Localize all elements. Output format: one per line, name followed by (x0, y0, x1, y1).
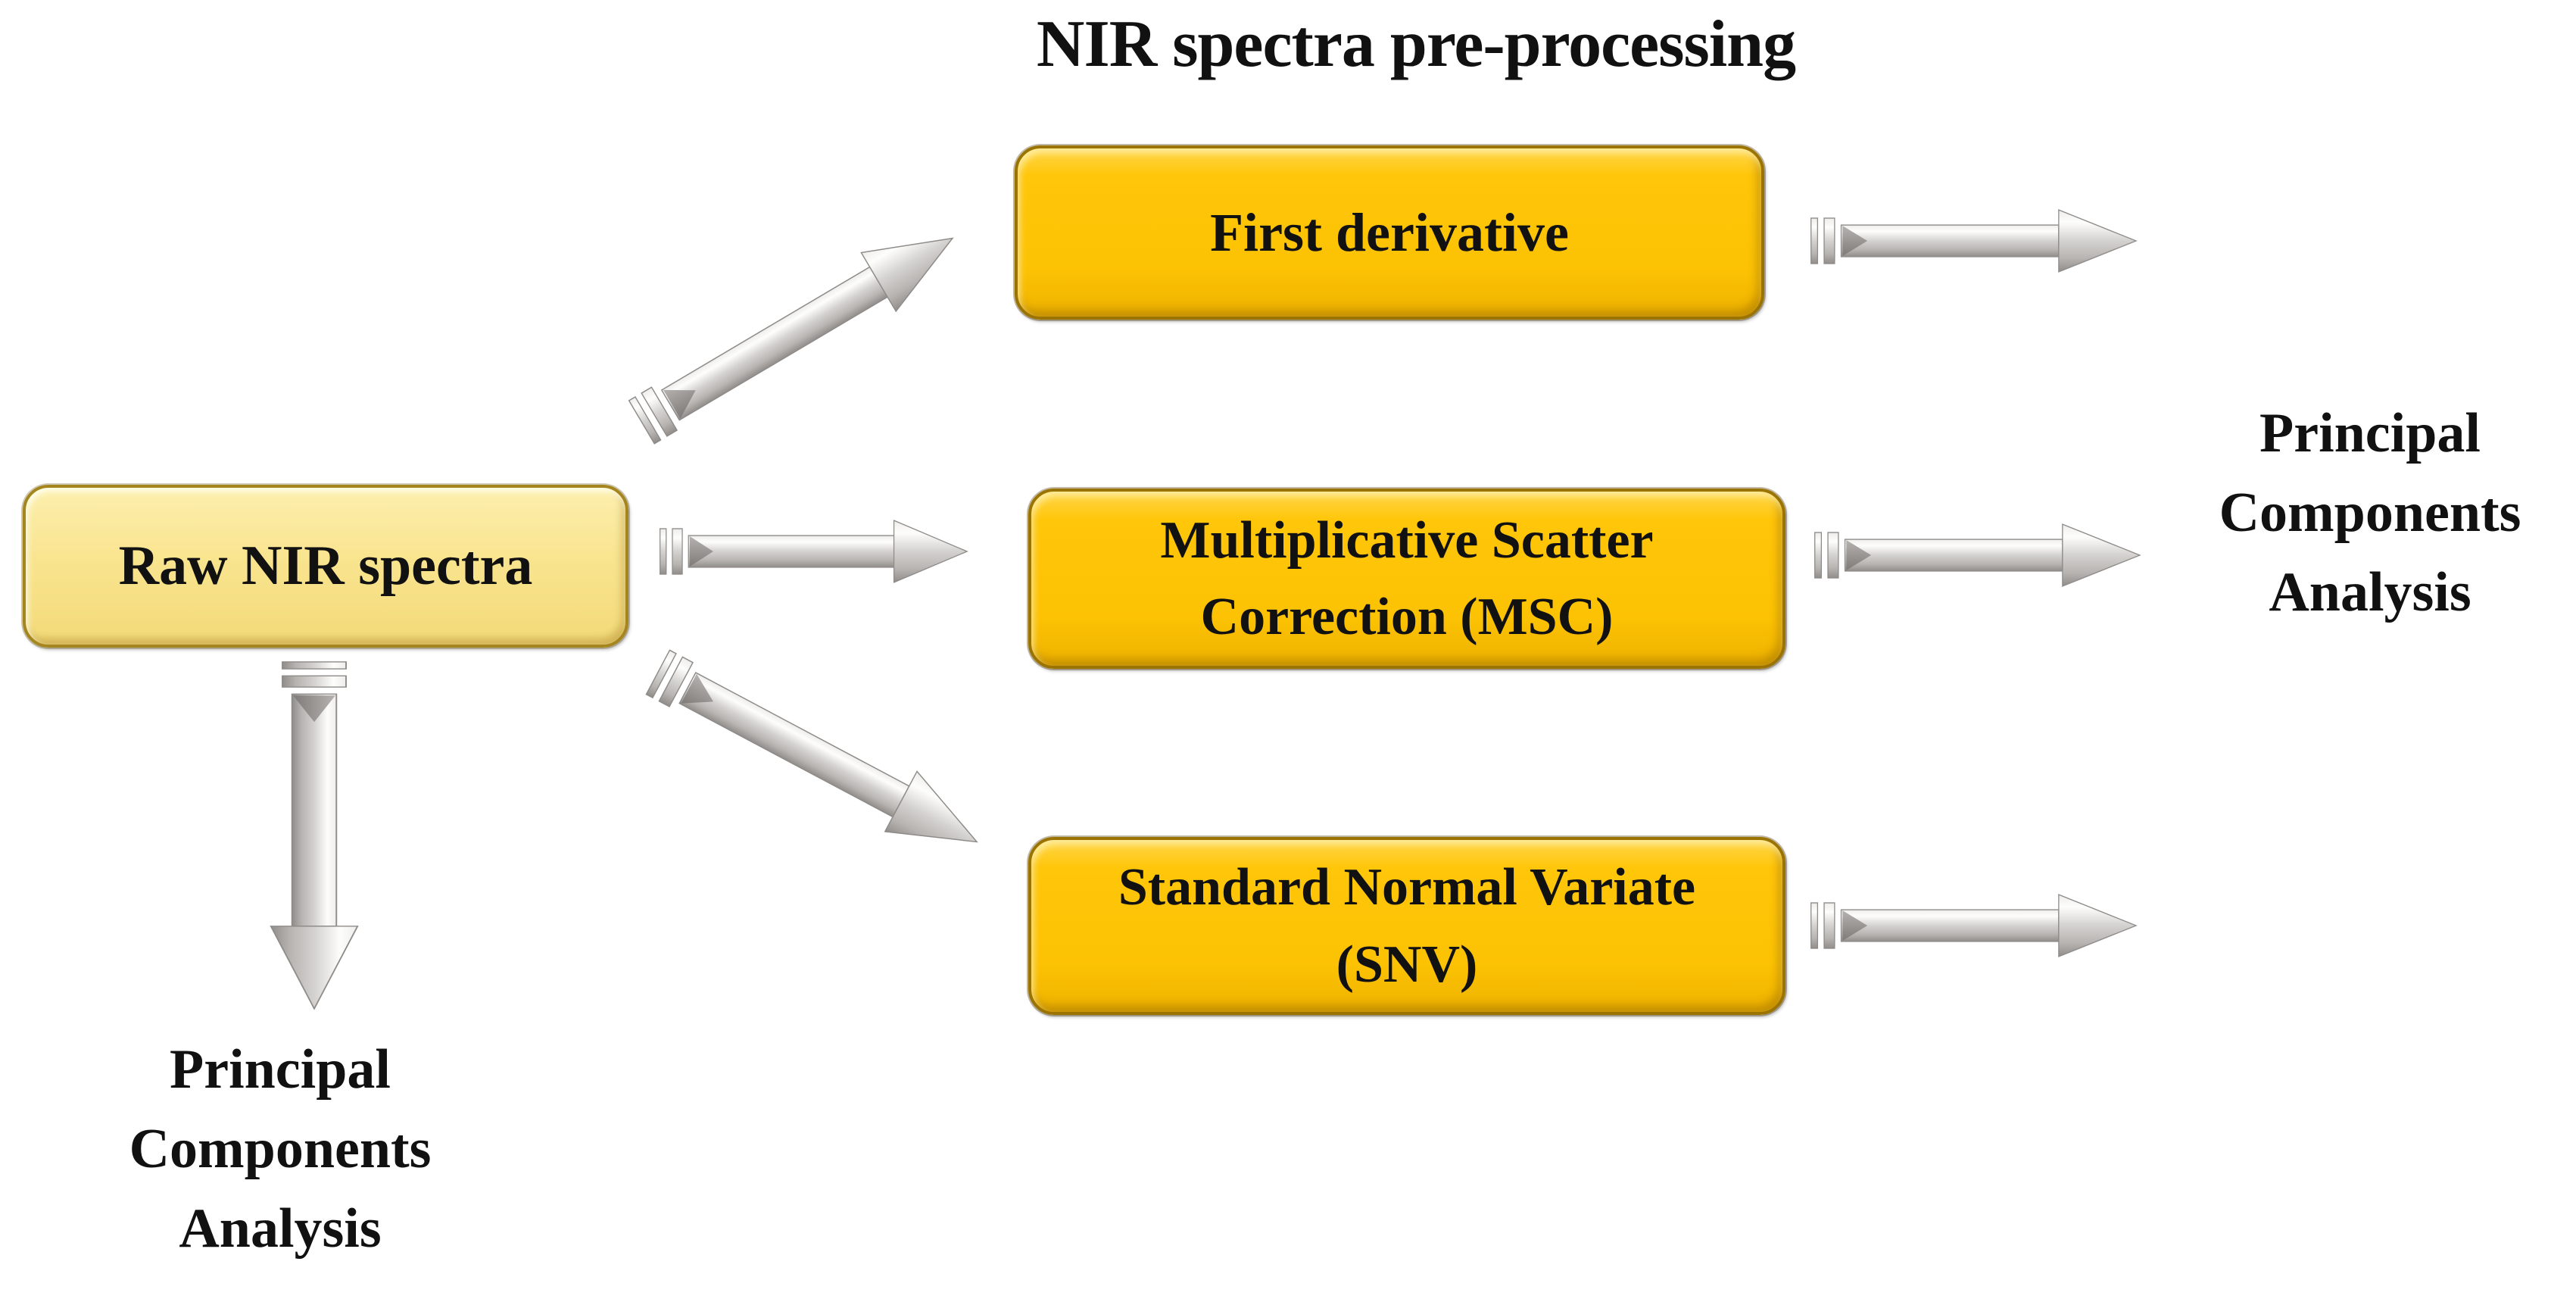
node-snv-label: Standard Normal Variate (SNV) (1118, 858, 1696, 994)
arrow-raw-to-snv (645, 649, 978, 843)
arrow-snv-output (1810, 894, 2138, 957)
node-first-derivative: First derivative (1015, 145, 1764, 320)
arrow-msc-output (1814, 523, 2141, 587)
arrow-first-derivative-output (1810, 209, 2138, 273)
arrow-raw-to-first-derivative (628, 237, 954, 445)
node-raw-nir-spectra: Raw NIR spectra (23, 485, 628, 648)
arrow-raw-to-pca-down (270, 661, 359, 1010)
pca-right-label: Principal Components Analysis (2219, 402, 2521, 624)
node-msc-label: Multiplicative Scatter Correction (MSC) (1160, 511, 1654, 647)
node-snv: Standard Normal Variate (SNV) (1028, 837, 1785, 1015)
node-msc: Multiplicative Scatter Correction (MSC) (1028, 489, 1785, 669)
pca-bottom-label: Principal Components Analysis (129, 1038, 432, 1260)
node-raw-nir-spectra-label: Raw NIR spectra (118, 534, 533, 597)
node-first-derivative-label: First derivative (1210, 201, 1569, 263)
arrow-raw-to-msc (660, 520, 968, 583)
diagram-title: NIR spectra pre-processing (1036, 8, 1796, 81)
